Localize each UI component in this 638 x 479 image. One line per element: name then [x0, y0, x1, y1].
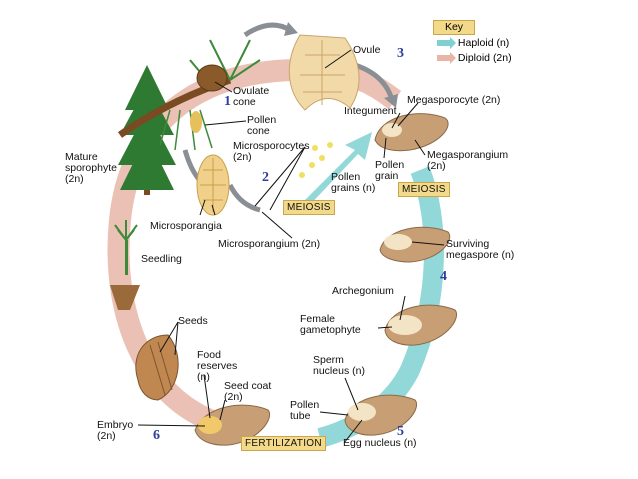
- label-megasporocyte: Megasporocyte (2n): [407, 94, 501, 106]
- label-female-gametophyte: Female gametophyte: [300, 313, 361, 336]
- label-seedling: Seedling: [141, 253, 182, 265]
- grey-arrow-top: [243, 22, 292, 38]
- label-pollen-grain: Pollen grain: [375, 159, 405, 182]
- fertilization-box: FERTILIZATION: [241, 436, 326, 451]
- step-number-6: 6: [153, 428, 160, 443]
- pollen-transfer-arrow: [300, 132, 372, 210]
- key-haploid-label: Haploid (n): [457, 37, 510, 49]
- leader-lines: [137, 49, 445, 444]
- label-pollen-cone: Pollen cone: [247, 114, 277, 137]
- seedling-icon: [110, 220, 140, 310]
- haploid-arrow-icon: [437, 37, 456, 50]
- label-sperm-nucleus: Sperm nucleus (n): [313, 354, 365, 377]
- step-number-1: 1: [224, 94, 231, 109]
- label-microsporangia: Microsporangia: [150, 220, 222, 232]
- label-archegonium: Archegonium: [332, 285, 394, 297]
- label-egg-nucleus: Egg nucleus (n): [343, 437, 417, 449]
- label-surviving-megaspore: Surviving megaspore (n): [446, 238, 515, 261]
- key-haploid: Haploid (n): [437, 37, 510, 50]
- label-mature-sporophyte: Mature sporophyte (2n): [65, 151, 117, 185]
- label-microsporangium: Microsporangium (2n): [218, 238, 321, 250]
- key-diploid: Diploid (2n): [437, 52, 512, 65]
- label-seed-coat: Seed coat (2n): [224, 380, 272, 403]
- step-number-5: 5: [397, 424, 404, 439]
- label-microsporocytes: Microsporocytes (2n): [233, 140, 310, 163]
- label-integument: Integument: [344, 105, 397, 117]
- label-pollen-tube: Pollen tube: [290, 399, 320, 422]
- step-number-2: 2: [262, 170, 269, 185]
- grey-arrow-right: [354, 62, 395, 101]
- label-seeds: Seeds: [178, 315, 208, 327]
- seed-icon: [135, 334, 179, 401]
- step-number-3: 3: [397, 46, 404, 61]
- grey-arrow-mid: [227, 183, 261, 213]
- pollen-grains-icon: [299, 142, 333, 178]
- label-ovulate-cone: Ovulate cone: [233, 85, 270, 108]
- step-number-4: 4: [440, 269, 447, 284]
- meiosis-box-right: MEIOSIS: [398, 182, 450, 197]
- key-legend: Key Haploid (n) Diploid (2n): [433, 20, 529, 70]
- label-embryo: Embryo (2n): [97, 419, 134, 442]
- label-pollen-grains: Pollen grains (n): [331, 171, 376, 194]
- ovule-series-icons: [194, 113, 457, 446]
- label-food-reserves: Food reserves (n): [197, 349, 238, 383]
- key-title: Key: [433, 20, 475, 35]
- pollen-cone-section-icon: [196, 154, 230, 216]
- branch-with-cones-icon: [117, 39, 261, 151]
- ovulate-scale-icon: [288, 34, 360, 111]
- diploid-arrow-icon: [437, 52, 456, 65]
- label-megasporangium: Megasporangium (2n): [427, 149, 509, 172]
- key-diploid-label: Diploid (2n): [457, 52, 512, 64]
- label-ovule: Ovule: [353, 44, 381, 56]
- meiosis-box-left: MEIOSIS: [283, 200, 335, 215]
